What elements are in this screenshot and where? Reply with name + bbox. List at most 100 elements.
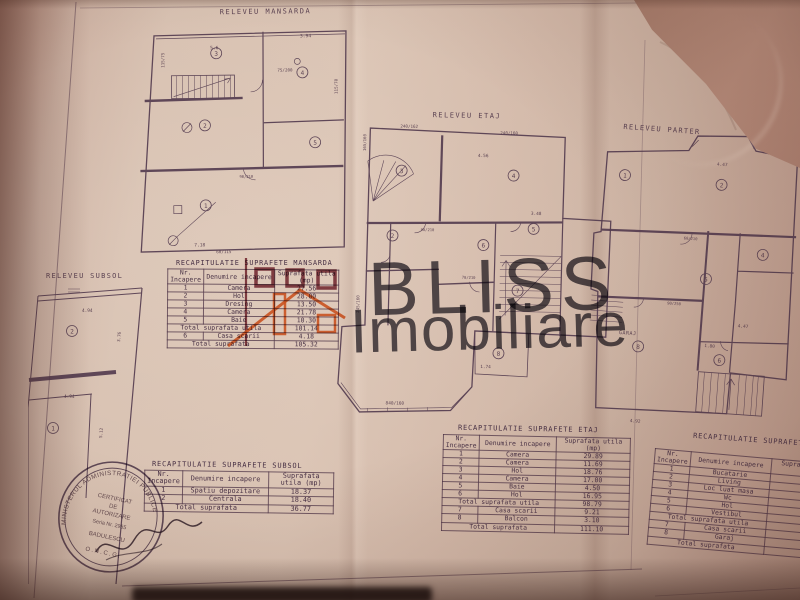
stairs-fan [367,154,414,202]
dimension: 1.80 [704,343,715,350]
svg-text:5: 5 [704,276,708,283]
total-value-cell: 111.10 [554,524,629,534]
frame-line [630,39,646,571]
balcony-outline [474,330,530,378]
dimension: 75/200 [277,67,293,72]
stairs-treads [589,294,624,323]
room-number: 7 [511,284,524,297]
frame-line [79,2,641,9]
door-arc [243,167,256,181]
wall-line [601,228,797,239]
plan-parter-group: RELEVEU PARTER GARAJ 1 2 4 5 6 8 4.47 4.… [589,123,799,425]
door-arc [250,79,263,93]
dimension: 4.47 [717,161,728,168]
wall-line [699,233,794,373]
room-number: 4 [296,66,309,79]
svg-text:5: 5 [532,226,536,233]
door-arc [633,233,729,351]
svg-text:8: 8 [497,351,501,358]
bottom-dark-object [132,587,432,600]
stairs-arrow [498,256,562,320]
dimension: 3.94 [300,33,311,39]
svg-text:4: 4 [761,252,765,259]
logo-square [254,267,275,288]
stairs-treads [176,75,231,99]
dimension: 165/160 [362,133,367,151]
bay-window-inner [340,382,473,410]
outer-walls [140,30,347,253]
dimension: 4.47 [738,323,749,330]
room-number: 6 [477,239,490,251]
skylight-symbol [168,202,216,245]
skylight-symbol [181,122,193,133]
wall-line [140,164,344,173]
dimension-red: 245/160 [355,295,360,313]
svg-text:2: 2 [203,123,207,130]
stairs-outline [171,74,236,100]
stairs-treads [499,255,562,313]
dimension: 5.12 [98,427,104,438]
logo-chimney [272,292,287,336]
plan-mansarda: RELEVEU MANSARDA 3 4 2 5 1 5.6 3.94 115/… [140,7,347,254]
dimension: 4.56 [478,153,489,159]
dimension: 5.6 [210,45,219,51]
dimension: 90/210 [421,227,436,232]
room-number: 5 [527,223,540,235]
stairs-arrow [173,77,231,97]
dimension: 240/160 [500,130,518,135]
room-label: GARAJ [619,330,637,337]
column-header: Suprafata utila (mp) [556,437,631,454]
room-number: 2 [715,178,728,191]
svg-text:7: 7 [516,288,520,295]
room-number: 2 [199,119,211,132]
dimension: 4.92 [630,418,641,425]
dimension: 840/160 [386,400,405,406]
plan-title: RELEVEU MANSARDA [220,7,312,16]
svg-text:3: 3 [214,51,218,58]
room-number: 4 [756,248,769,261]
outer-walls [590,135,799,415]
stamp-line: BADULESCU [88,531,125,544]
left-fold-shadow [0,0,90,600]
svg-text:5: 5 [313,140,317,147]
room-number: 3 [210,47,223,60]
dimension: 3.48 [531,211,542,217]
room-number: 8 [492,347,505,360]
door-arc [381,221,522,293]
svg-text:4: 4 [301,70,305,77]
svg-text:6: 6 [717,357,721,364]
watermark-brand-2: Imobiliare [349,290,630,367]
svg-text:2: 2 [719,182,723,189]
wall-line [365,268,494,285]
stairs-treads [701,372,759,416]
room-number: 4 [507,169,520,182]
total-label-cell: Total suprafata [441,522,555,533]
svg-text:8: 8 [636,344,640,351]
column-header: Nr. Incapere [167,268,204,285]
logo-square [316,269,337,290]
dimension: 90/210 [239,174,253,179]
plan-detail [293,58,301,65]
svg-text:1: 1 [623,172,627,179]
wall-line [156,33,345,40]
dimension: 3.76 [116,331,122,342]
logo-square [285,268,305,288]
dimension: 115/70 [333,78,338,94]
dimension: 60/115 [216,249,232,254]
column-header: Denumire incapere [478,435,557,452]
plan-detail [173,205,183,215]
bliss-house-logo [227,258,346,348]
column-header: Suprafata utila (mp) [268,472,334,489]
dimension: 70/210 [462,275,477,280]
dimension: 115/75 [160,52,165,68]
top-shadow [0,0,800,9]
stairs-outline [695,371,765,417]
stamp-line: DE [108,503,117,511]
svg-text:6: 6 [481,243,485,250]
dimension: 90/250 [667,300,682,306]
dimension: 1.74 [480,364,491,370]
room-number: 2 [386,229,399,242]
room-number: 3 [395,164,408,177]
